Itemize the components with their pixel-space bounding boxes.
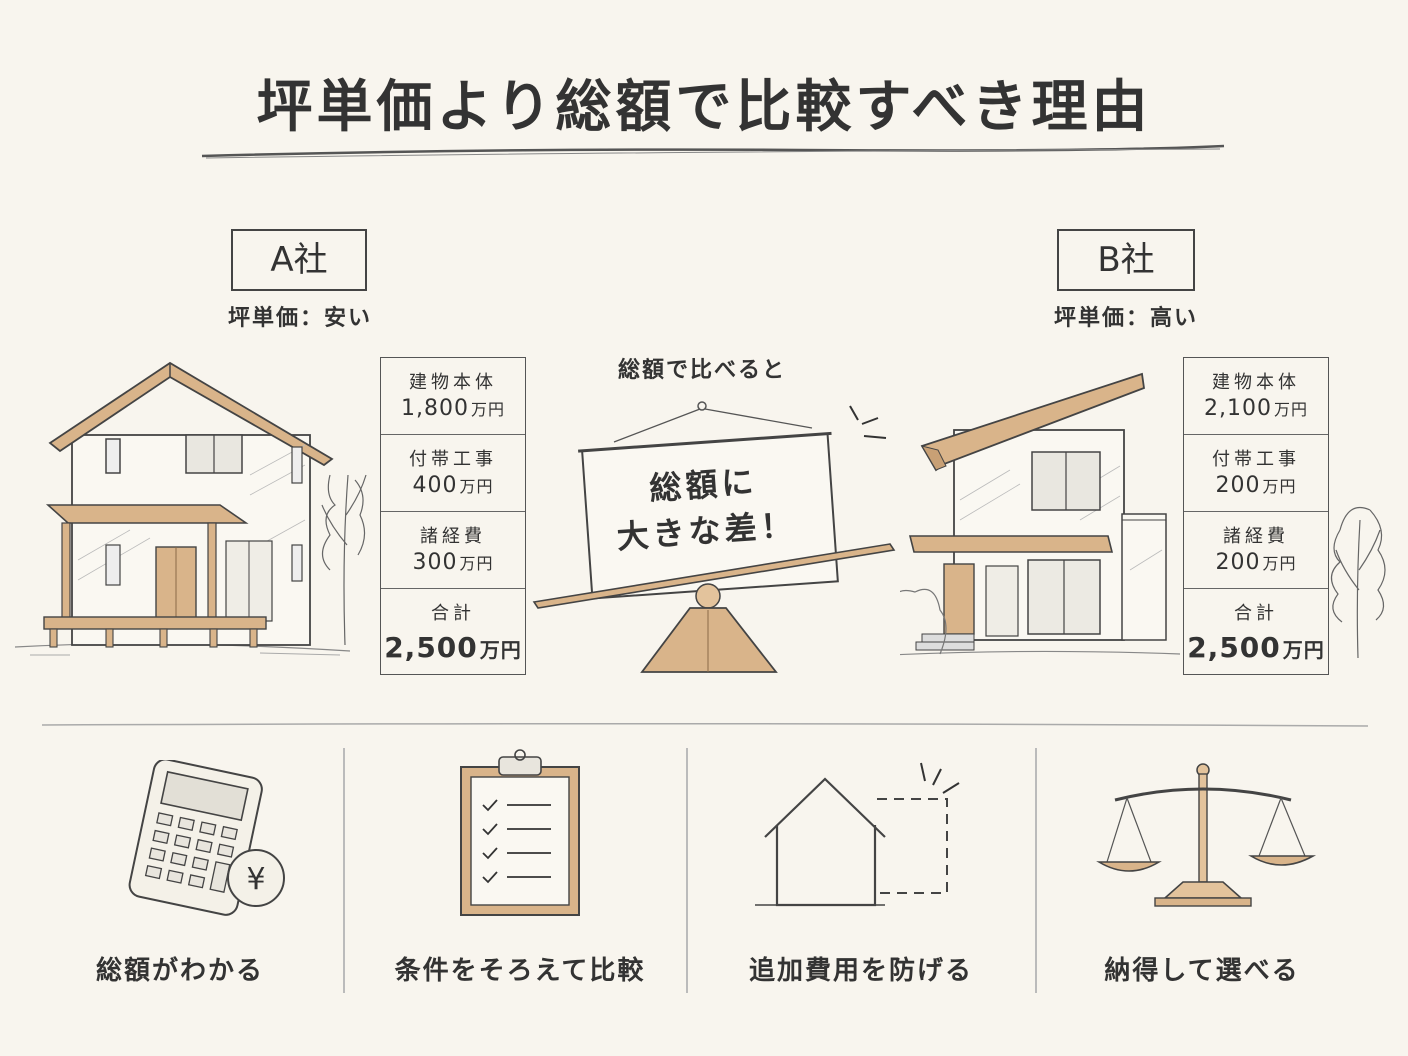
total-unit: 万円: [479, 638, 522, 662]
page-title: 坪単価より総額で比較すべき理由: [256, 75, 1152, 140]
title-underline: [201, 144, 1225, 159]
house-b-illustration: [900, 372, 1180, 656]
total-number: 2,500: [384, 631, 478, 664]
column-divider: [1035, 748, 1037, 993]
cost-number: 200: [1215, 473, 1261, 498]
section-divider: [41, 722, 1369, 727]
house-extension-icon: [755, 762, 960, 907]
company-b-price-note: 坪単価：高い: [1053, 306, 1198, 331]
cost-label: 諸経費: [1223, 526, 1289, 547]
column-divider: [343, 748, 345, 993]
clipboard-checklist-icon: [460, 749, 580, 916]
cost-label: 建物本体: [1212, 372, 1300, 393]
house-a-illustration: [14, 361, 367, 656]
benefit-label-3: 追加費用を防げる: [748, 956, 973, 986]
cost-label: 付帯工事: [1212, 449, 1300, 470]
tree-illustration: [1330, 506, 1386, 659]
cost-number: 300: [412, 550, 458, 575]
benefit-label-4: 納得して選べる: [1104, 956, 1300, 986]
cost-unit: 万円: [459, 554, 494, 573]
sign-message: 総額に 大きな差！: [587, 454, 823, 562]
cost-label: 建物本体: [409, 372, 497, 393]
total-number: 2,500: [1187, 631, 1281, 664]
benefit-label-1: 総額がわかる: [95, 956, 264, 986]
cost-unit: 万円: [1273, 400, 1308, 419]
cost-unit: 万円: [1262, 477, 1297, 496]
cost-label: 付帯工事: [409, 449, 497, 470]
balance-scale-icon: [1096, 763, 1317, 907]
calculator-yen-icon: ¥: [128, 760, 285, 916]
cost-label: 諸経費: [420, 526, 486, 547]
company-a-price-note: 坪単価：安い: [227, 306, 372, 331]
compare-label: 総額で比べると: [617, 358, 786, 383]
company-b-name: B社: [1057, 229, 1195, 291]
cost-unit: 万円: [459, 477, 494, 496]
cost-number: 2,100: [1204, 396, 1272, 421]
cost-number: 400: [412, 473, 458, 498]
cost-unit: 万円: [470, 400, 505, 419]
total-label: 合計: [1234, 603, 1278, 624]
company-a-name: A社: [231, 229, 367, 291]
yen-symbol: ¥: [246, 862, 265, 897]
seesaw-illustration: [532, 401, 896, 673]
cost-unit: 万円: [1262, 554, 1297, 573]
total-unit: 万円: [1282, 638, 1325, 662]
cost-number: 1,800: [401, 396, 469, 421]
benefit-label-2: 条件をそろえて比較: [394, 956, 646, 986]
total-label: 合計: [431, 603, 475, 624]
column-divider: [686, 748, 688, 993]
cost-number: 200: [1215, 550, 1261, 575]
